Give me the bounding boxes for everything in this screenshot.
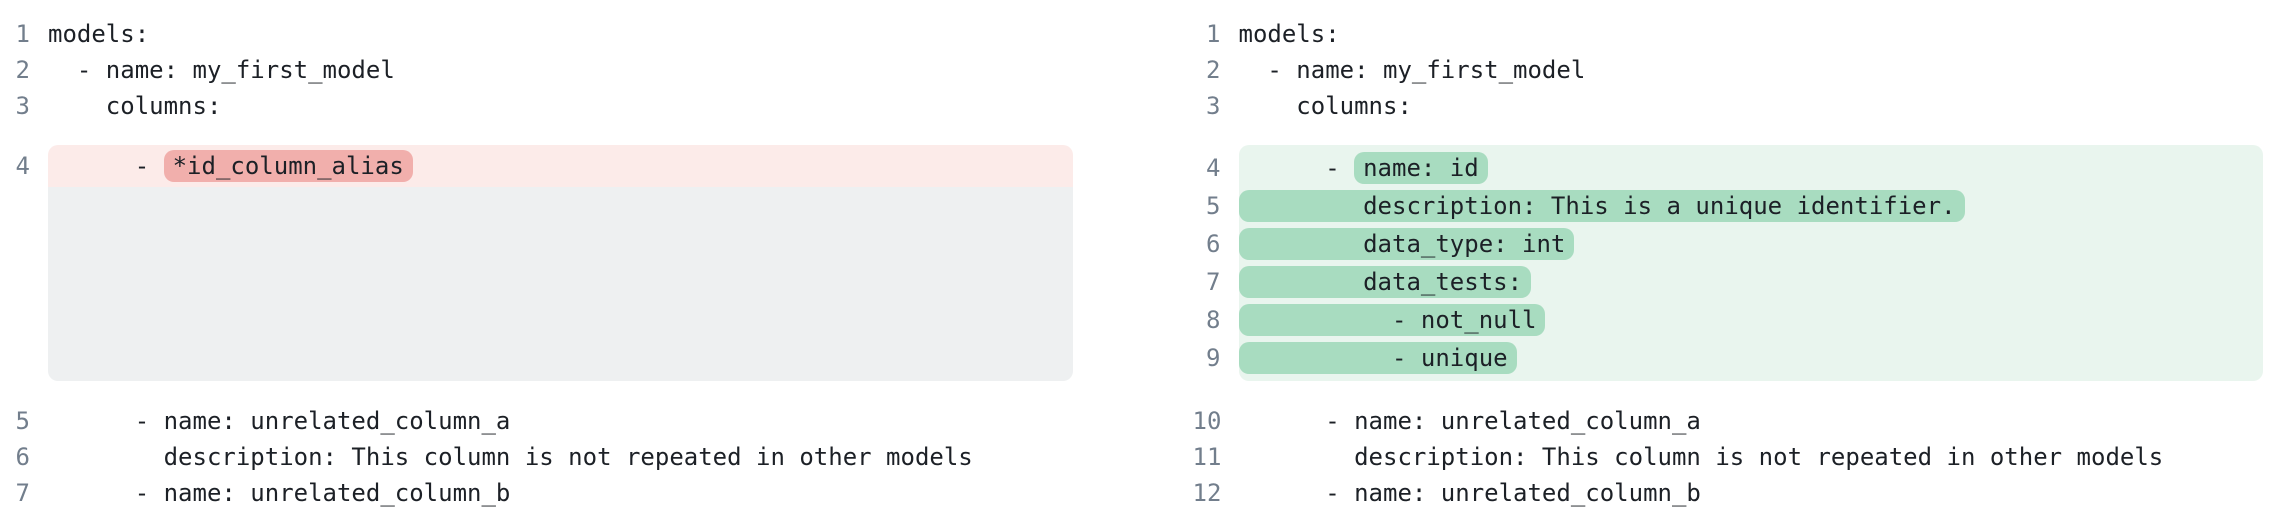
code-line: 6 description: This column is not repeat…: [2, 439, 1073, 475]
code-line: 7 - name: unrelated_column_b: [2, 475, 1073, 511]
line-number: 1: [1206, 20, 1221, 48]
line-number: 2: [15, 56, 30, 84]
code-text: - name: unrelated_column_a: [1238, 407, 1701, 435]
code-line: 3 columns:: [2, 88, 1073, 124]
code-text: description: This column is not repeated…: [1238, 443, 2164, 471]
diff-line-added: - unique: [1238, 339, 2264, 377]
diff-line-added: data_tests:: [1238, 263, 2264, 301]
diff-word-added: - unique: [1238, 342, 1517, 374]
diff-line-added: - name: id: [1239, 149, 2264, 187]
diff-word-added: - not_null: [1238, 304, 1546, 336]
code-text: - name: my_first_model: [48, 56, 395, 84]
diff-line-added: - not_null: [1238, 301, 2264, 339]
code-text: models:: [1238, 20, 1340, 48]
diff-line-removed: - *id_column_alias: [48, 145, 1073, 187]
line-number: 4: [15, 152, 30, 180]
code-text: models:: [48, 20, 150, 48]
code-line: 5 - name: unrelated_column_a: [2, 403, 1073, 439]
code-text: -: [48, 152, 164, 180]
code-text: -: [1238, 154, 1355, 182]
diff-line-added: data_type: int: [1238, 225, 2264, 263]
line-number: 3: [15, 92, 30, 120]
code-text: description: This column is not repeated…: [48, 443, 973, 471]
code-line: 10 - name: unrelated_column_a: [1193, 403, 2264, 439]
code-line: 3 columns:: [1193, 88, 2264, 124]
code-text: - name: unrelated_column_b: [48, 479, 511, 507]
diff-filler: [48, 187, 1073, 381]
code-text: - name: my_first_model: [1238, 56, 1586, 84]
line-number: 6: [15, 443, 30, 471]
diff-word-added: description: This is a unique identifier…: [1238, 190, 1965, 222]
diff-added-body: - name: id description: This is a unique…: [1238, 145, 2264, 381]
line-number: 6: [1206, 230, 1221, 258]
line-number: 2: [1206, 56, 1221, 84]
line-number: 1: [15, 20, 30, 48]
diff-line-added: description: This is a unique identifier…: [1238, 187, 2264, 225]
diff-content-column: - name: id description: This is a unique…: [1238, 145, 2264, 381]
diff-content-column: - *id_column_alias: [48, 145, 1073, 381]
line-number: 11: [1192, 443, 1222, 471]
line-number: 5: [1206, 192, 1221, 220]
line-number: 12: [1192, 479, 1222, 507]
line-number: 8: [1206, 306, 1221, 334]
diff-block-removed: 4 - *id_column_alias: [2, 145, 1073, 381]
code-line: 2 - name: my_first_model: [2, 52, 1073, 88]
line-number: 7: [15, 479, 30, 507]
code-text: columns:: [48, 92, 222, 120]
diff-word-added: data_tests:: [1238, 266, 1532, 298]
diff-word-removed: *id_column_alias: [163, 150, 413, 182]
diff-gutter-column: 4 5 6 7 8 9: [1193, 145, 1221, 381]
line-number: 7: [1206, 268, 1221, 296]
code-text: - name: unrelated_column_a: [48, 407, 511, 435]
code-line: 11 description: This column is not repea…: [1193, 439, 2264, 475]
code-line: 1 models:: [2, 16, 1073, 52]
line-number: 3: [1206, 92, 1221, 120]
code-line: 12 - name: unrelated_column_b: [1193, 475, 2264, 511]
code-line: 2 - name: my_first_model: [1193, 52, 2264, 88]
diff-block-added: 4 5 6 7 8 9 - name: id description: This is a…: [1193, 145, 2264, 381]
diff-gutter-column: 4: [2, 145, 30, 381]
line-number: 5: [15, 407, 30, 435]
diff-word-added: data_type: int: [1238, 228, 1575, 260]
line-number: 4: [1206, 154, 1221, 182]
code-text: - name: unrelated_column_b: [1238, 479, 1701, 507]
code-line: 1 models:: [1193, 16, 2264, 52]
diff-word-added: name: id: [1354, 152, 1488, 184]
line-number: 10: [1192, 407, 1222, 435]
line-number: 9: [1206, 344, 1221, 372]
code-text: columns:: [1238, 92, 1412, 120]
